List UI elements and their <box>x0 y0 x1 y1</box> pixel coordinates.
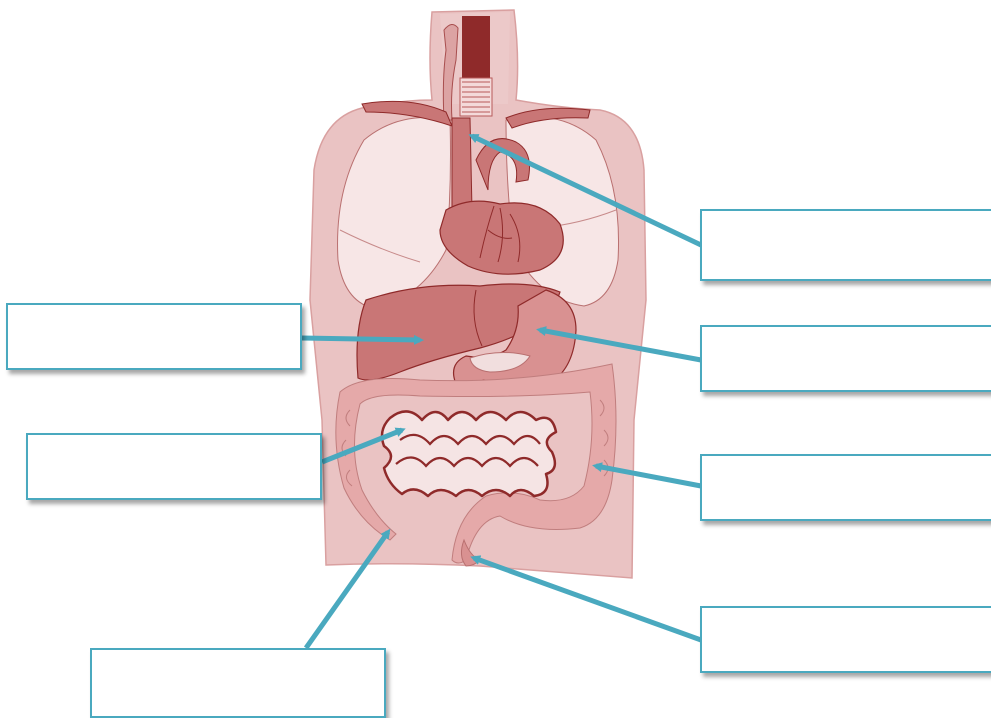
trachea <box>460 16 492 116</box>
label-box-appendix[interactable] <box>90 648 386 718</box>
label-box-liver[interactable] <box>6 303 302 370</box>
label-box-small-intestine[interactable] <box>26 433 322 500</box>
label-box-stomach[interactable] <box>700 325 991 392</box>
arrow-box-5 <box>302 338 420 340</box>
label-box-large-intestine[interactable] <box>700 454 991 521</box>
great-vessels <box>452 118 472 210</box>
label-box-trachea[interactable] <box>700 209 991 281</box>
label-box-rectum[interactable] <box>700 606 991 673</box>
small-intestine <box>382 411 556 496</box>
